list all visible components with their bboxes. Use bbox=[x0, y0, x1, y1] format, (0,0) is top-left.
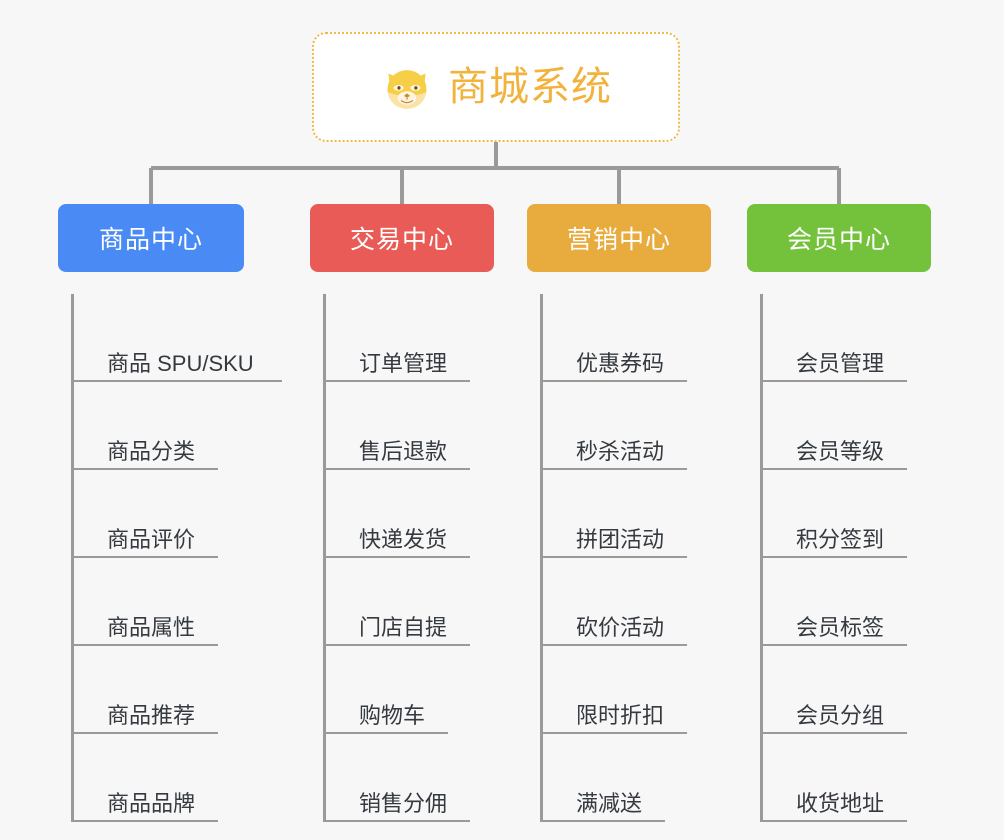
leaf-rule bbox=[326, 556, 470, 558]
leaf-rule bbox=[74, 468, 218, 470]
leaf-item[interactable]: 会员管理 bbox=[763, 294, 931, 382]
leaf-rule bbox=[543, 820, 665, 822]
leaf-rule bbox=[74, 380, 282, 382]
leaf-item[interactable]: 商品分类 bbox=[74, 382, 244, 470]
leaf-item[interactable]: 购物车 bbox=[326, 646, 494, 734]
leaf-list-marketing: 优惠券码 秒杀活动 拼团活动 砍价活动 限时折扣 满减送 bbox=[540, 294, 711, 822]
leaf-item[interactable]: 秒杀活动 bbox=[543, 382, 711, 470]
category-column-trade: 交易中心 订单管理 售后退款 快递发货 门店自提 购物车 bbox=[310, 204, 494, 822]
leaf-label: 商品 SPU/SKU bbox=[107, 350, 254, 376]
leaf-item[interactable]: 商品属性 bbox=[74, 558, 244, 646]
category-header-label: 交易中心 bbox=[349, 226, 454, 254]
leaf-rule bbox=[543, 732, 687, 734]
leaf-item[interactable]: 会员分组 bbox=[763, 646, 931, 734]
leaf-item[interactable]: 积分签到 bbox=[763, 470, 931, 558]
leaf-label: 快递发货 bbox=[359, 526, 448, 552]
leaf-item[interactable]: 收货地址 bbox=[763, 734, 931, 822]
leaf-label: 售后退款 bbox=[359, 438, 448, 464]
leaf-label: 会员标签 bbox=[796, 614, 885, 640]
leaf-rule bbox=[543, 468, 687, 470]
leaf-rule bbox=[543, 380, 687, 382]
leaf-label: 商品推荐 bbox=[107, 702, 196, 728]
leaf-item[interactable]: 拼团活动 bbox=[543, 470, 711, 558]
leaf-rule bbox=[543, 556, 687, 558]
leaf-rule bbox=[74, 556, 218, 558]
leaf-rule bbox=[326, 820, 470, 822]
leaf-label: 购物车 bbox=[359, 702, 426, 728]
category-header-marketing[interactable]: 营销中心 bbox=[527, 204, 711, 272]
leaf-item[interactable]: 商品品牌 bbox=[74, 734, 244, 822]
leaf-rule bbox=[326, 644, 470, 646]
leaf-list-product: 商品 SPU/SKU 商品分类 商品评价 商品属性 商品推荐 商品品牌 bbox=[71, 294, 282, 822]
leaf-label: 限时折扣 bbox=[576, 702, 665, 728]
leaf-label: 商品评价 bbox=[107, 526, 196, 552]
category-column-product: 商品中心 商品 SPU/SKU 商品分类 商品评价 商品属性 商品推荐 bbox=[58, 204, 282, 822]
leaf-label: 秒杀活动 bbox=[576, 438, 665, 464]
category-header-product[interactable]: 商品中心 bbox=[58, 204, 244, 272]
leaf-label: 销售分佣 bbox=[359, 790, 448, 816]
leaf-label: 商品属性 bbox=[107, 614, 196, 640]
leaf-rule bbox=[763, 732, 907, 734]
leaf-rule bbox=[326, 732, 448, 734]
leaf-label: 会员分组 bbox=[796, 702, 885, 728]
category-header-trade[interactable]: 交易中心 bbox=[310, 204, 494, 272]
category-column-marketing: 营销中心 优惠券码 秒杀活动 拼团活动 砍价活动 限时折扣 bbox=[527, 204, 711, 822]
leaf-item[interactable]: 销售分佣 bbox=[326, 734, 494, 822]
leaf-list-member: 会员管理 会员等级 积分签到 会员标签 会员分组 收货地址 bbox=[760, 294, 931, 822]
leaf-list-trade: 订单管理 售后退款 快递发货 门店自提 购物车 销售分佣 bbox=[323, 294, 494, 822]
leaf-label: 拼团活动 bbox=[576, 526, 665, 552]
leaf-rule bbox=[763, 380, 907, 382]
leaf-label: 商品品牌 bbox=[107, 790, 196, 816]
category-header-label: 营销中心 bbox=[566, 226, 671, 254]
leaf-label: 会员管理 bbox=[796, 350, 885, 376]
leaf-rule bbox=[763, 556, 907, 558]
leaf-item[interactable]: 砍价活动 bbox=[543, 558, 711, 646]
leaf-item[interactable]: 会员等级 bbox=[763, 382, 931, 470]
shiba-dog-icon bbox=[387, 70, 427, 109]
leaf-rule bbox=[74, 644, 218, 646]
category-header-label: 商品中心 bbox=[98, 226, 203, 254]
leaf-label: 订单管理 bbox=[359, 350, 448, 376]
leaf-label: 会员等级 bbox=[796, 438, 885, 464]
leaf-item[interactable]: 门店自提 bbox=[326, 558, 494, 646]
leaf-item[interactable]: 优惠券码 bbox=[543, 294, 711, 382]
leaf-item[interactable]: 快递发货 bbox=[326, 470, 494, 558]
leaf-rule bbox=[74, 732, 218, 734]
root-title: 商城系统 bbox=[448, 65, 612, 109]
category-header-label: 会员中心 bbox=[786, 226, 891, 254]
leaf-item[interactable]: 商品 SPU/SKU bbox=[74, 294, 282, 382]
leaf-label: 积分签到 bbox=[796, 526, 885, 552]
leaf-item[interactable]: 商品评价 bbox=[74, 470, 244, 558]
category-column-member: 会员中心 会员管理 会员等级 积分签到 会员标签 会员分组 bbox=[747, 204, 931, 822]
leaf-rule bbox=[763, 644, 907, 646]
leaf-item[interactable]: 满减送 bbox=[543, 734, 711, 822]
leaf-item[interactable]: 会员标签 bbox=[763, 558, 931, 646]
leaf-label: 优惠券码 bbox=[576, 350, 665, 376]
leaf-item[interactable]: 限时折扣 bbox=[543, 646, 711, 734]
leaf-item[interactable]: 售后退款 bbox=[326, 382, 494, 470]
leaf-label: 满减送 bbox=[576, 790, 643, 816]
leaf-label: 商品分类 bbox=[107, 438, 196, 464]
category-header-member[interactable]: 会员中心 bbox=[747, 204, 931, 272]
leaf-item[interactable]: 商品推荐 bbox=[74, 646, 244, 734]
leaf-label: 门店自提 bbox=[359, 614, 448, 640]
root-node[interactable]: 商城系统 bbox=[312, 32, 680, 142]
leaf-label: 收货地址 bbox=[796, 790, 885, 816]
leaf-label: 砍价活动 bbox=[576, 614, 665, 640]
leaf-item[interactable]: 订单管理 bbox=[326, 294, 494, 382]
leaf-rule bbox=[763, 820, 907, 822]
leaf-rule bbox=[326, 468, 470, 470]
leaf-rule bbox=[543, 644, 687, 646]
leaf-rule bbox=[74, 820, 218, 822]
leaf-rule bbox=[326, 380, 470, 382]
leaf-rule bbox=[763, 468, 907, 470]
